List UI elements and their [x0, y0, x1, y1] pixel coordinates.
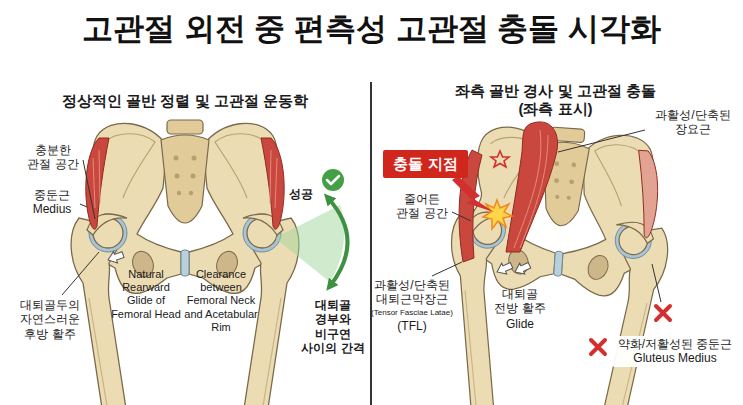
normal-pelvis	[71, 120, 299, 405]
panel-subtitle: 좌측 골반 경사 및 고관절 충돌 (좌측 표시)	[443, 82, 668, 118]
lightning-pointer	[452, 176, 494, 212]
muscle-label: 과활성/단축된 장요근	[648, 108, 738, 137]
label-slot: Natural Rearward Glide of Femoral Head	[110, 268, 182, 321]
callout-label: 줄어든 관절 공간	[394, 192, 450, 221]
diagram-title: 고관절 외전 중 편측성 고관절 충돌 시각화	[0, 10, 743, 47]
label-slot: 과활성/단축된 장요근	[648, 108, 738, 137]
strain-star	[491, 151, 509, 167]
callout-label: 대퇴골 전방 활주	[492, 287, 548, 316]
panel-subtitle: 정상적인 골반 정렬 및 고관절 운동학	[35, 92, 335, 110]
check-icon	[322, 169, 344, 191]
label-slot: (TFL)	[368, 319, 456, 333]
label-slot: (Tensor Fasciae Latae)	[368, 308, 456, 318]
label-slot: 중둔근 Medius	[24, 188, 80, 217]
muscle-latin-name: (Tensor Fasciae Latae)	[368, 308, 456, 318]
glide-arrow	[494, 260, 514, 278]
label-slot: Glide	[492, 317, 548, 331]
label-slot: 충분한 관절 공간	[24, 143, 82, 172]
label-slot: 좌측 골반 경사 및 고관절 충돌 (좌측 표시)	[443, 82, 668, 118]
box-text: 충돌 지점	[392, 155, 459, 173]
callout-label: Natural Rearward Glide of Femoral Head	[110, 268, 182, 321]
label-slot: 정상적인 골반 정렬 및 고관절 운동학	[35, 92, 335, 110]
clearance-zone	[275, 205, 344, 282]
alert-box: 충돌 지점	[383, 150, 468, 178]
impingement-burst	[483, 200, 512, 229]
callout-label: 대퇴골 경부와 비구연 사이의 간격	[298, 298, 368, 356]
leader-lines	[62, 160, 99, 295]
muscle-abbreviation: (TFL)	[368, 319, 456, 333]
iliopsoas-muscle	[506, 122, 558, 252]
label-slot: Clearance between Femoral Neck and Aceta…	[183, 268, 259, 334]
callout-label: 충분한 관절 공간	[24, 143, 82, 172]
muscle-label: 약화/저활성된 중둔근 Gluteus Medius	[612, 336, 738, 367]
check-mark	[327, 176, 339, 184]
status-label: 성공	[289, 187, 313, 201]
muscle-fibres	[514, 130, 548, 248]
label-slot: 대퇴골두의 자연스러운 후방 활주	[12, 298, 88, 341]
panel-divider	[370, 82, 372, 405]
glide-arrow	[512, 260, 532, 278]
muscle-label: 과활성/단축된 대퇴근막장근	[368, 278, 456, 307]
label-slot: 줄어든 관절 공간	[394, 192, 450, 221]
glide-arrow	[106, 249, 125, 266]
title-slot: 고관절 외전 중 편측성 고관절 충돌 시각화	[0, 10, 743, 47]
clearance-arrow	[328, 198, 348, 286]
callout-label: Clearance between Femoral Neck and Aceta…	[183, 268, 259, 334]
label-slot: 대퇴골 전방 활주	[492, 287, 548, 316]
label-slot: 대퇴골 경부와 비구연 사이의 간격	[298, 298, 368, 356]
label-slot: 과활성/단축된 대퇴근막장근	[368, 278, 456, 307]
callout-label: 대퇴골두의 자연스러운 후방 활주	[12, 298, 88, 341]
callout-label: Glide	[492, 317, 548, 331]
label-slot: 약화/저활성된 중둔근 Gluteus Medius	[612, 336, 738, 367]
muscle-label: 중둔근 Medius	[24, 188, 80, 217]
label-slot: 성공	[289, 187, 313, 201]
